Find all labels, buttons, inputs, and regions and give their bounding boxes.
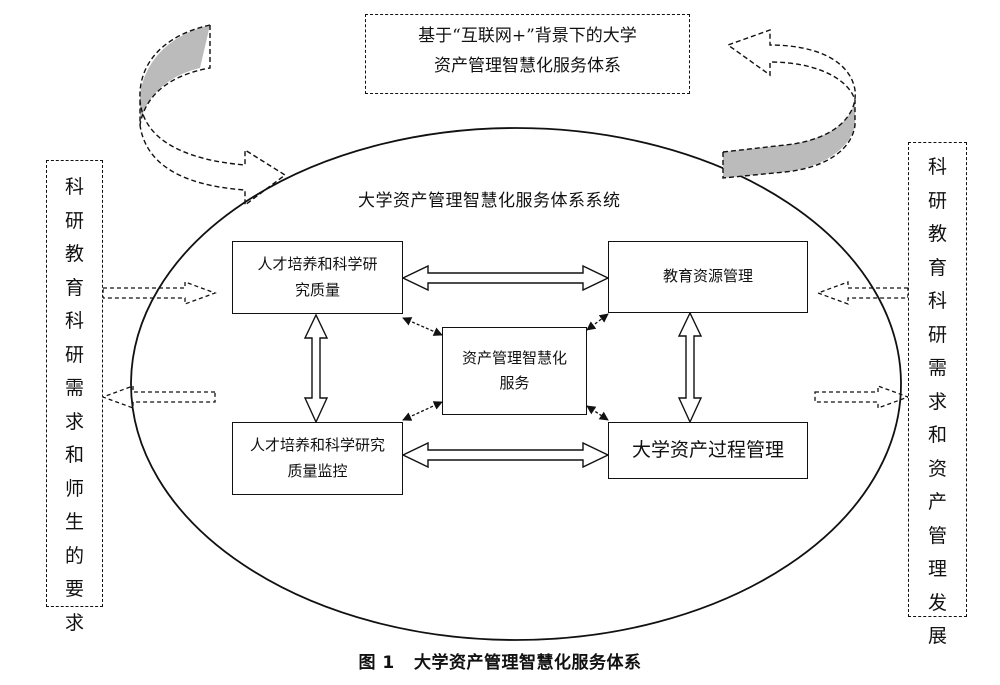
system-title: 大学资产管理智慧化服务体系系统	[358, 191, 621, 211]
box-quality-monitor-label: 人才培养和科学研究质量监控	[249, 436, 385, 480]
right-side-char: 资	[927, 457, 947, 480]
left-side-char: 教	[64, 243, 84, 265]
box-quality-monitor: 人才培养和科学研究质量监控	[232, 422, 403, 495]
left-side-char: 生	[64, 511, 84, 533]
double-arrow-top	[401, 264, 610, 292]
right-side-char: 科	[927, 156, 947, 178]
left-out-arrow-lower	[101, 385, 216, 409]
left-curved-arrow	[139, 24, 287, 207]
link-center-topright	[586, 313, 609, 331]
right-curved-arrow-shading	[723, 100, 855, 178]
right-side-char: 发	[927, 591, 947, 614]
right-curved-arrow	[722, 29, 856, 153]
left-side-char: 师	[64, 477, 84, 500]
link-center-topleft	[402, 317, 443, 336]
box-talent-quality: 人才培养和科学研究质量	[232, 241, 403, 314]
left-side-char: 科	[64, 176, 84, 198]
box-education-resource: 教育资源管理	[608, 241, 808, 313]
link-center-bottomleft	[402, 401, 443, 421]
double-arrow-left-vertical	[303, 313, 329, 424]
double-arrow-right-vertical	[677, 311, 703, 424]
right-side-char: 育	[927, 256, 947, 279]
right-side-char: 理	[927, 558, 947, 580]
box-education-resource-label: 教育资源管理	[662, 267, 753, 286]
right-side-box: 科 研 教 育 科 研 需 求 和 资 产 管 理 发 展	[908, 142, 967, 647]
right-side-char: 教	[927, 223, 947, 245]
system-ellipse	[130, 127, 902, 641]
link-center-bottomright	[586, 405, 609, 421]
left-side-box: 科 研 教 育 科 研 需 求 和 师 生 的 要 求	[46, 160, 103, 634]
right-side-char: 研	[927, 189, 947, 212]
right-side-char: 管	[927, 524, 947, 547]
double-arrow-bottom	[401, 441, 610, 469]
left-side-char: 研	[64, 209, 84, 232]
box-smart-service-label: 资产管理智慧化服务	[461, 348, 567, 393]
right-side-char: 展	[927, 625, 947, 647]
right-side-char: 和	[927, 424, 947, 446]
box-process-management: 大学资产过程管理	[608, 422, 808, 479]
left-curved-arrow-shading	[140, 25, 210, 125]
right-out-arrow-lower	[814, 385, 910, 409]
right-side-char: 科	[927, 290, 947, 312]
right-side-char: 需	[927, 357, 947, 379]
left-side-char: 研	[64, 343, 84, 366]
box-smart-service: 资产管理智慧化服务	[442, 327, 587, 415]
left-side-char: 需	[64, 377, 84, 399]
left-in-arrow-upper	[102, 281, 217, 305]
left-side-char: 和	[64, 444, 84, 466]
right-side-char: 求	[927, 390, 947, 413]
left-side-char: 科	[64, 310, 84, 332]
left-side-char: 的	[64, 544, 84, 567]
left-side-char: 要	[64, 578, 84, 600]
right-in-arrow-upper	[816, 281, 909, 305]
left-side-char: 求	[64, 611, 84, 634]
right-side-char: 研	[927, 323, 947, 346]
box-talent-quality-label: 人才培养和科学研究质量	[257, 255, 378, 299]
top-title-line2: 资产管理智慧化服务体系	[434, 56, 621, 76]
top-title-line1: 基于“互联网+”背景下的大学	[418, 26, 637, 46]
left-side-char: 育	[64, 276, 84, 299]
top-title-box: 基于“互联网+”背景下的大学 资产管理智慧化服务体系	[365, 14, 690, 94]
box-process-management-label: 大学资产过程管理	[631, 439, 784, 462]
left-side-char: 求	[64, 410, 84, 433]
right-side-char: 产	[927, 491, 947, 513]
figure-caption: 图 1 大学资产管理智慧化服务体系	[358, 653, 642, 673]
